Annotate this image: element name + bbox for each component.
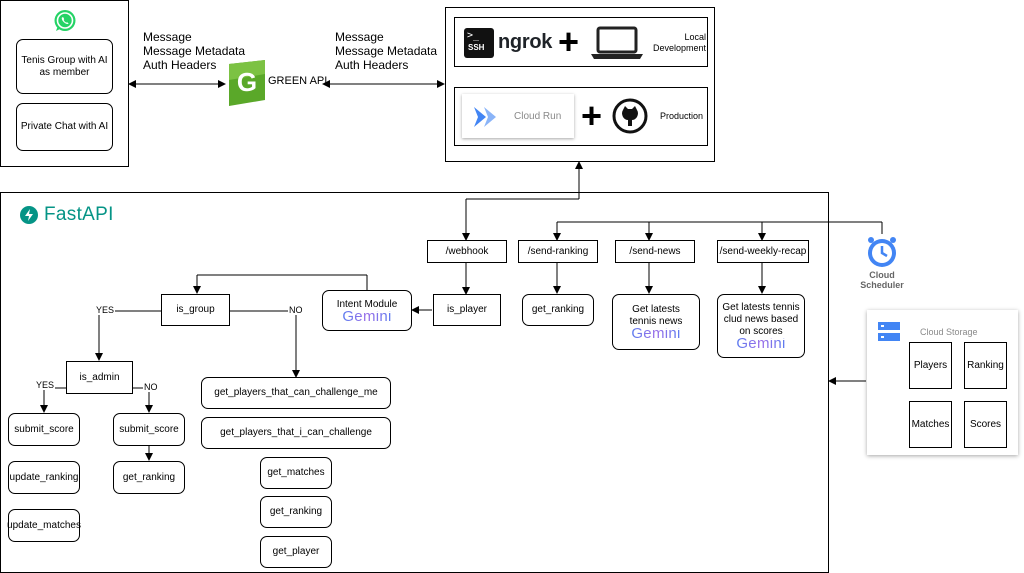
is-player-node: is_player xyxy=(433,294,501,326)
production-label: Production xyxy=(660,111,704,121)
news-node: Get latests tennis news Gemini xyxy=(612,294,700,350)
flow-label-message: Message xyxy=(143,30,192,44)
ssh-prompt: >_ xyxy=(467,30,480,41)
get-player-node: get_player xyxy=(260,536,332,568)
get-players-that-can-challenge-me-node: get_players_that_can_challenge_me xyxy=(201,377,391,409)
endpoint-send-news: /send-news xyxy=(615,240,695,263)
storage-ranking: Ranking xyxy=(964,342,1007,389)
plus-sign-local: + xyxy=(558,21,580,62)
admin-update-matches-node: update_matches xyxy=(7,509,81,542)
cloud-storage-icon xyxy=(878,322,900,342)
flow-label-metadata: Message Metadata xyxy=(335,44,438,58)
is-group-node: is_group xyxy=(161,294,230,326)
intent-module-label: Intent Module xyxy=(336,298,398,310)
intent-module-node: Intent Module Gemini xyxy=(322,290,412,331)
cloud-run-label: Cloud Run xyxy=(514,111,562,122)
weekly-recap-label: Get latests tennis clud news based on sc… xyxy=(722,302,800,337)
group-chat-box: Tenis Group with AI as member xyxy=(16,39,113,94)
is-group-no-label: NO xyxy=(288,305,304,315)
storage-players: Players xyxy=(909,342,952,389)
is-admin-yes-label: YES xyxy=(35,380,56,390)
private-chat-box: Private Chat with AI xyxy=(16,103,113,151)
left-flow-labels: Message Message Metadata Auth Headers xyxy=(143,30,253,72)
plus-sign-production: + xyxy=(581,95,603,136)
gemini-logo: Gemini xyxy=(631,325,681,342)
endpoint-get-ranking-node: get_ranking xyxy=(522,294,594,326)
submit-score-node: submit_score xyxy=(113,413,185,446)
gemini-logo: Gemini xyxy=(736,335,786,352)
flow-label-auth: Auth Headers xyxy=(335,58,409,72)
cloud-scheduler-label: Cloud Scheduler xyxy=(860,270,904,290)
get-players-that-i-can-challenge-node: get_players_that_i_can_challenge xyxy=(201,417,391,449)
endpoint-send-weekly-recap: /send-weekly-recap xyxy=(717,240,809,263)
green-api-label: GREEN API xyxy=(268,75,328,87)
laptop-icon xyxy=(590,26,644,60)
is-admin-node: is_admin xyxy=(66,361,133,394)
endpoint-send-ranking: /send-ranking xyxy=(518,240,598,263)
group-get-ranking-node: get_ranking xyxy=(113,461,185,494)
ssh-icon: >_ SSH xyxy=(464,28,494,58)
cloud-storage-label: Cloud Storage xyxy=(920,327,978,337)
cloud-scheduler-icon xyxy=(864,234,900,270)
green-api-logo: G xyxy=(227,60,267,106)
private-get-ranking-node: get_ranking xyxy=(260,496,332,528)
deploy-frame xyxy=(445,7,715,162)
news-label: Get latests tennis news xyxy=(629,304,683,327)
is-group-yes-label: YES xyxy=(95,305,116,315)
right-flow-labels: Message Message Metadata Auth Headers xyxy=(335,30,445,72)
ngrok-logo: ngrok xyxy=(498,31,553,53)
ssh-text: SSH xyxy=(468,43,485,52)
fastapi-bolt-icon xyxy=(20,206,38,224)
gemini-logo: Gemini xyxy=(342,307,392,325)
admin-update-ranking-node: update_ranking xyxy=(8,461,80,494)
admin-submit-score-node: submit_score xyxy=(8,413,80,446)
flow-label-metadata: Message Metadata xyxy=(143,44,246,58)
endpoint-webhook: /webhook xyxy=(427,240,507,263)
cloud-run-icon xyxy=(472,107,498,127)
storage-scores: Scores xyxy=(964,401,1007,448)
get-matches-node: get_matches xyxy=(260,457,332,489)
storage-matches: Matches xyxy=(909,401,952,448)
local-dev-label: Local Development xyxy=(652,32,706,53)
local-dev-box xyxy=(454,17,708,67)
production-box xyxy=(454,87,708,146)
is-admin-no-label: NO xyxy=(143,382,159,392)
green-api-letter: G xyxy=(236,67,258,97)
flow-label-message: Message xyxy=(335,30,384,44)
weekly-recap-node: Get latests tennis clud news based on sc… xyxy=(717,294,805,358)
whatsapp-frame xyxy=(0,0,129,167)
github-icon xyxy=(612,98,648,134)
flow-label-auth: Auth Headers xyxy=(143,58,217,72)
whatsapp-icon xyxy=(53,9,77,33)
fastapi-title: FastAPI xyxy=(44,204,114,225)
